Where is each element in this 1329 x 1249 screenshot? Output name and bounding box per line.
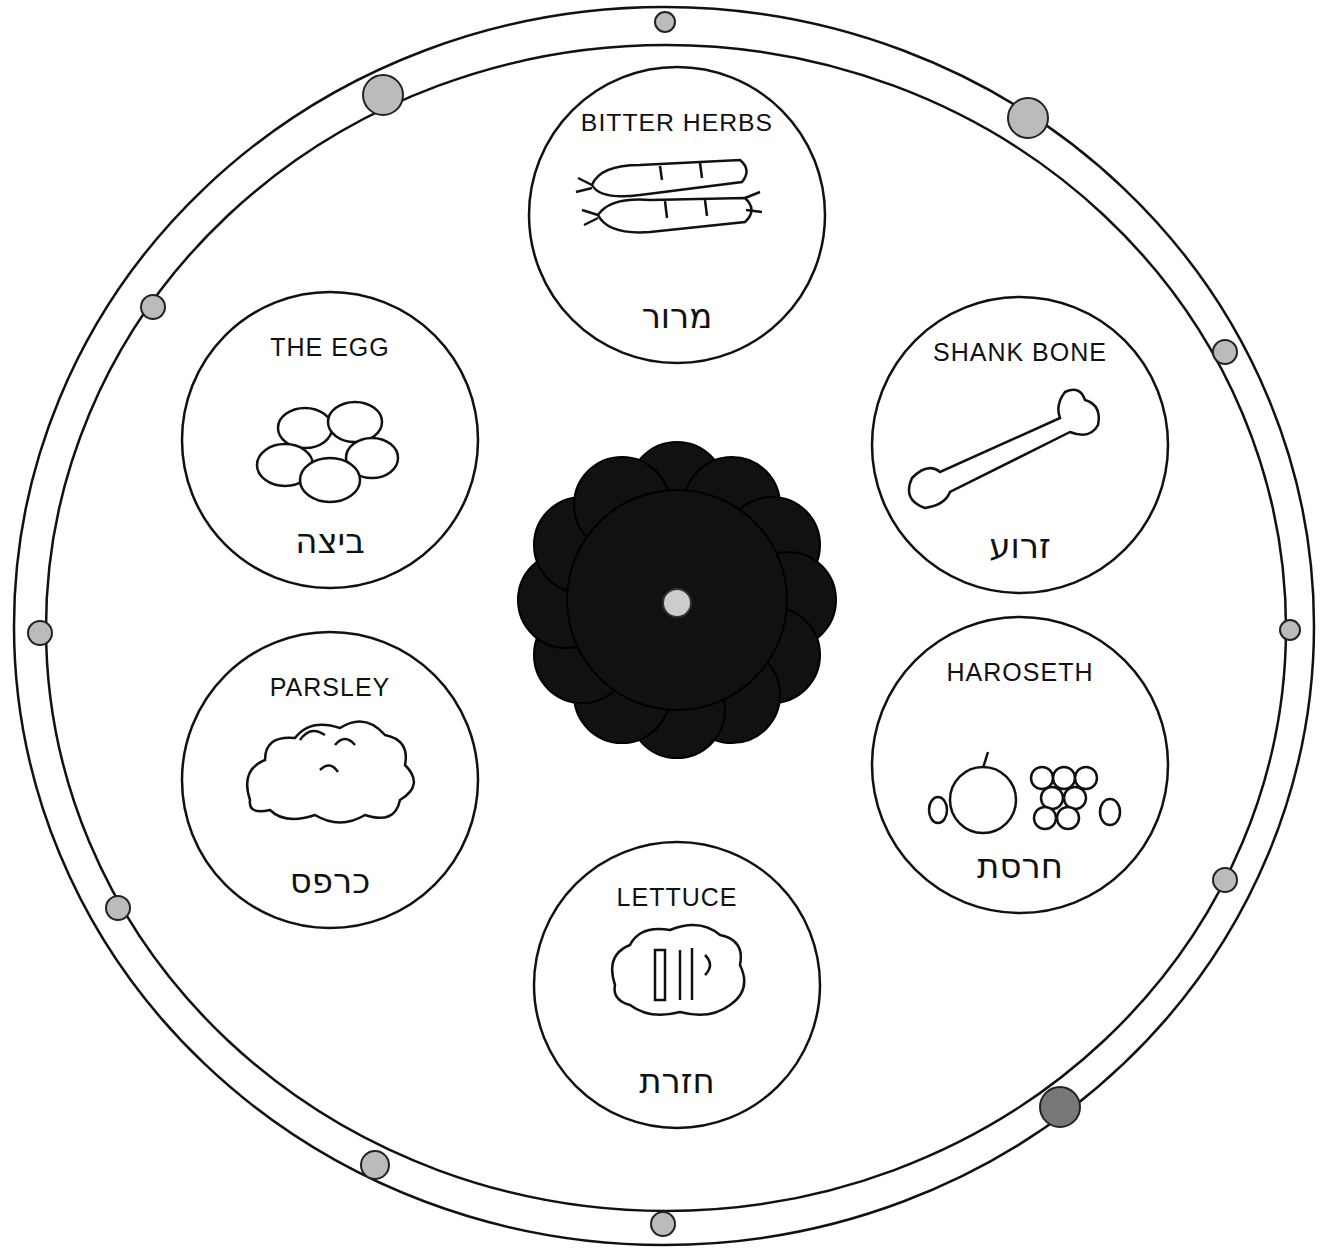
item-label: THE EGG <box>270 334 390 362</box>
plate-circle: HAROSETH חרסת <box>870 615 1170 915</box>
item-label: SHANK BONE <box>933 339 1107 367</box>
item-label: PARSLEY <box>270 674 390 702</box>
item-label: BITTER HERBS <box>581 109 773 136</box>
plate-circle: BITTER HERBS מרור <box>527 65 827 365</box>
plate-circle: PARSLEY כרפס <box>180 630 480 930</box>
hebrew-label: חזרת <box>639 1063 715 1100</box>
plate-circle: LETTUCE חזרת <box>532 840 822 1130</box>
item-label: HAROSETH <box>947 659 1094 687</box>
hebrew-label: מרור <box>642 298 713 335</box>
hebrew-label: זרוע <box>989 528 1051 565</box>
hebrew-label: כרפס <box>290 863 370 900</box>
item-label: LETTUCE <box>617 884 738 912</box>
plate-circle: SHANK BONE זרוע <box>870 295 1170 595</box>
plate-circle: THE EGG ביצה <box>180 290 480 590</box>
hebrew-label: ביצה <box>295 523 365 560</box>
hebrew-label: חרסת <box>977 848 1063 885</box>
